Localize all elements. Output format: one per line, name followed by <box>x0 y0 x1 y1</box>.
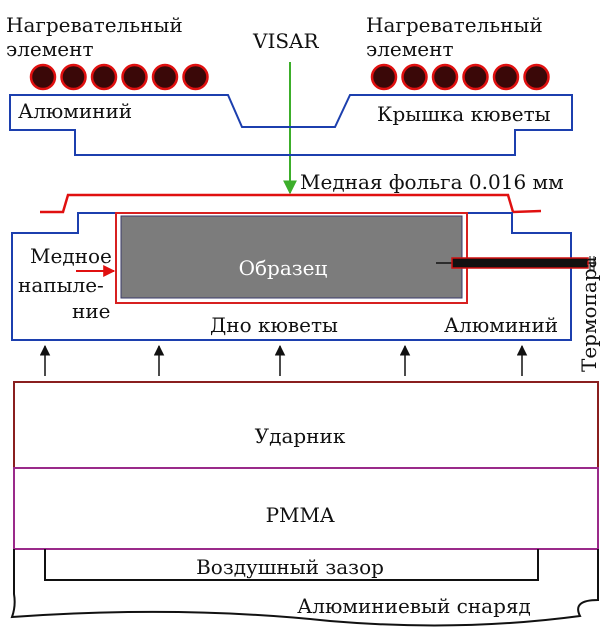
copper-foil <box>40 193 542 214</box>
thermocouple-probe <box>451 257 589 269</box>
copper-coating-label-line2: напыле- <box>18 273 104 297</box>
visar-label: VISAR <box>252 29 319 53</box>
heater-element-circle <box>370 63 398 91</box>
air-gap-label: Воздушный зазор <box>196 555 384 579</box>
copper-foil-label: Медная фольга 0.016 мм <box>300 170 564 194</box>
heater-element-circle <box>90 63 118 91</box>
aluminum-bottom-label: Алюминий <box>444 313 558 337</box>
air-gap-outline <box>44 549 539 581</box>
impactor-label: Ударник <box>255 424 346 448</box>
heater-right-label-line1: Нагревательный <box>366 13 543 37</box>
projectile-label: Алюминиевый снаряд <box>297 594 531 618</box>
heater-element-circle <box>151 63 179 91</box>
projectile-outline <box>10 549 599 627</box>
pmma-block <box>13 467 599 550</box>
heater-elements-left <box>29 63 209 91</box>
pmma-label: PMMA <box>266 503 335 527</box>
heater-element-circle <box>29 63 57 91</box>
thermocouple-label: Термопара <box>577 256 601 372</box>
heater-left-label-line1: Нагревательный <box>6 13 183 37</box>
heater-left-label-line2: элемент <box>6 37 94 61</box>
sample-block <box>120 215 463 299</box>
sample-label: Образец <box>239 256 328 280</box>
cell-bottom-label: Дно кюветы <box>210 313 338 337</box>
heater-element-circle <box>60 63 87 91</box>
heater-element-circle <box>523 63 550 91</box>
copper-coating-label-line3: ние <box>72 299 111 323</box>
aluminum-top-label: Алюминий <box>18 99 132 123</box>
heater-element-circle <box>492 63 520 91</box>
heater-element-circle <box>401 63 428 91</box>
copper-coating-label-line1: Медное <box>30 244 112 268</box>
heater-element-circle <box>462 63 489 91</box>
heater-elements-right <box>370 63 550 91</box>
shock-direction-arrows <box>39 344 528 376</box>
heater-element-circle <box>182 63 209 91</box>
heater-element-circle <box>121 63 148 91</box>
cell-lid-label: Крышка кюветы <box>377 102 551 126</box>
heater-element-circle <box>431 63 459 91</box>
heater-right-label-line2: элемент <box>366 37 454 61</box>
cell-lid-outline <box>9 94 573 156</box>
